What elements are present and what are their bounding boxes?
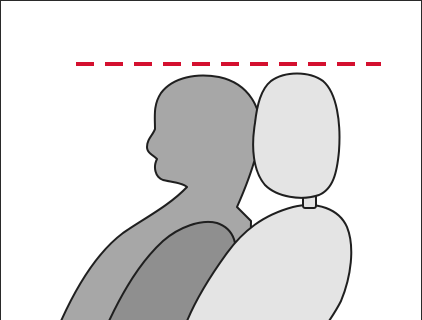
headrest	[253, 74, 339, 198]
